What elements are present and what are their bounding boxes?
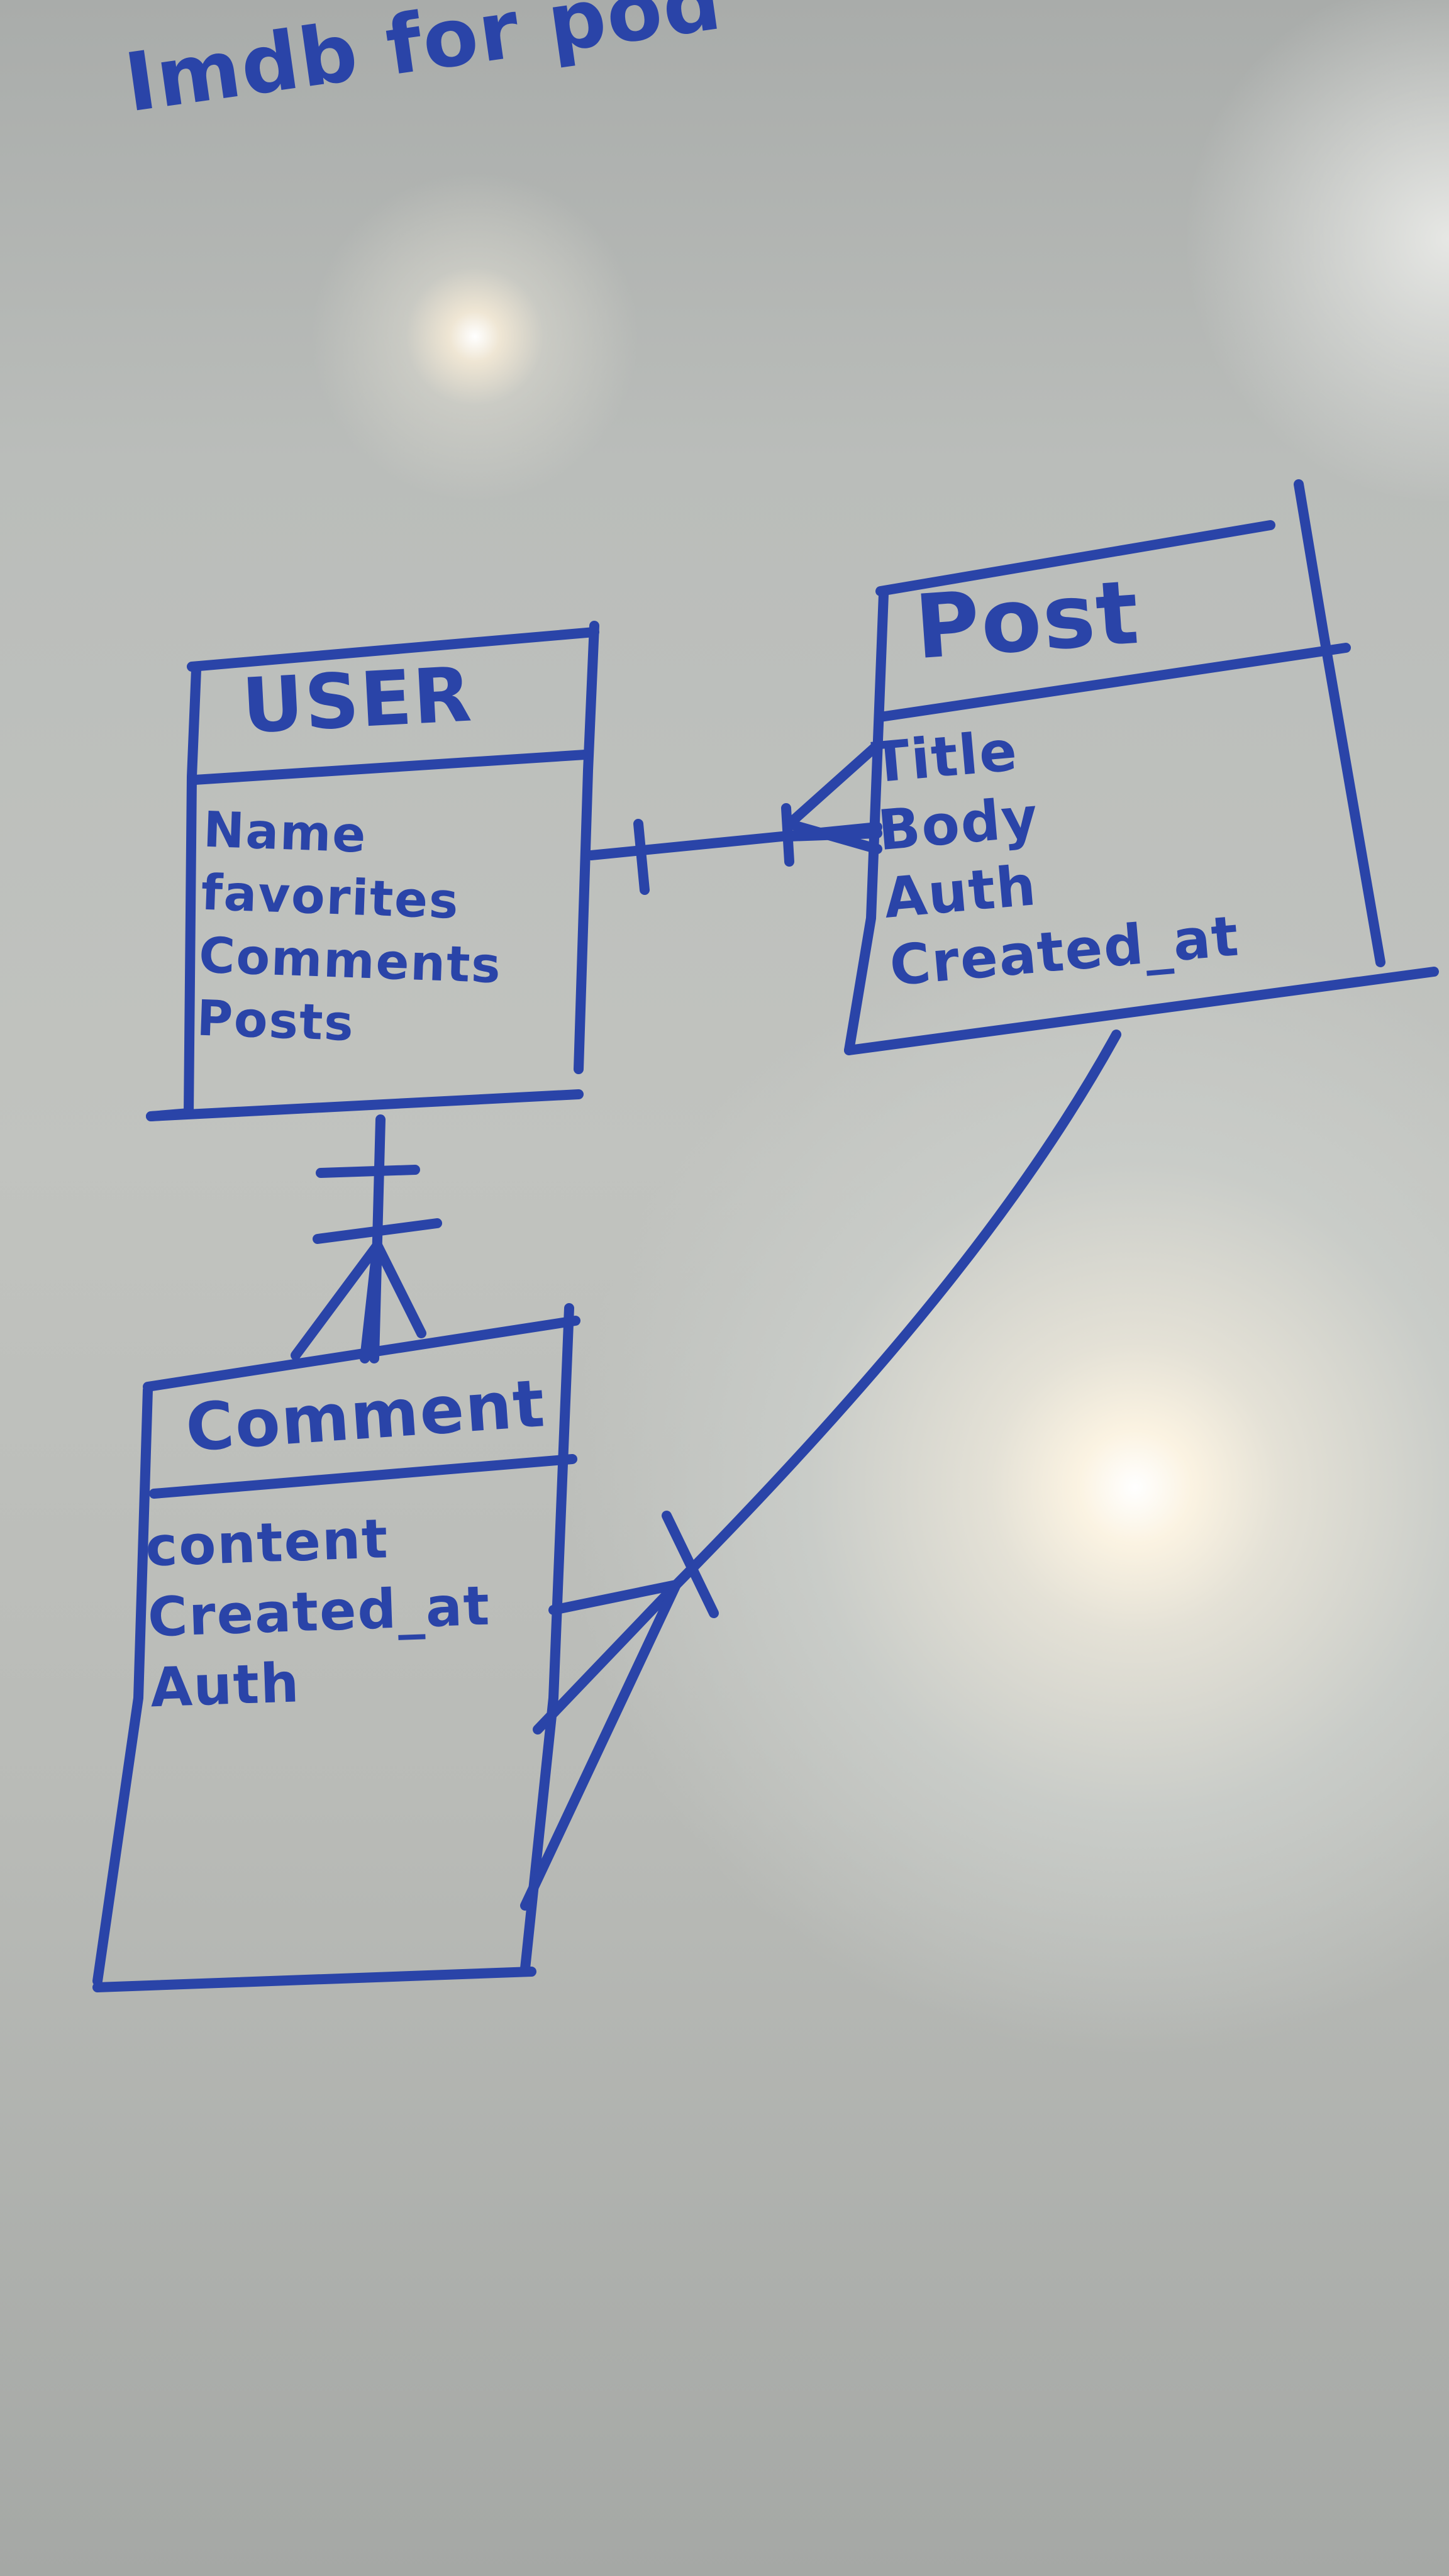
user-attribute: Name	[202, 801, 368, 864]
user-entity-box	[146, 621, 599, 1121]
comment-attribute: content	[144, 1507, 390, 1579]
user-attribute: favorites	[200, 864, 461, 930]
post-entity-box	[844, 479, 1439, 1055]
post-entity-name: Post	[911, 561, 1143, 680]
user-attribute-list: Name favorites Comments Posts	[196, 799, 507, 1061]
comment-attribute: Auth	[149, 1652, 301, 1720]
comment-attribute-list: content Created_at Auth	[144, 1501, 494, 1724]
user-post-relationship	[586, 740, 882, 895]
user-attribute: Comments	[197, 927, 503, 995]
user-attribute: Posts	[196, 990, 356, 1053]
user-entity-name: USER	[240, 651, 475, 751]
comment-attribute: Created_at	[147, 1574, 492, 1650]
user-comment-relationship	[291, 1114, 442, 1363]
post-comment-relationship	[520, 1030, 1121, 1911]
post-attribute-list: Title Body Auth Created_at	[869, 699, 1242, 1001]
